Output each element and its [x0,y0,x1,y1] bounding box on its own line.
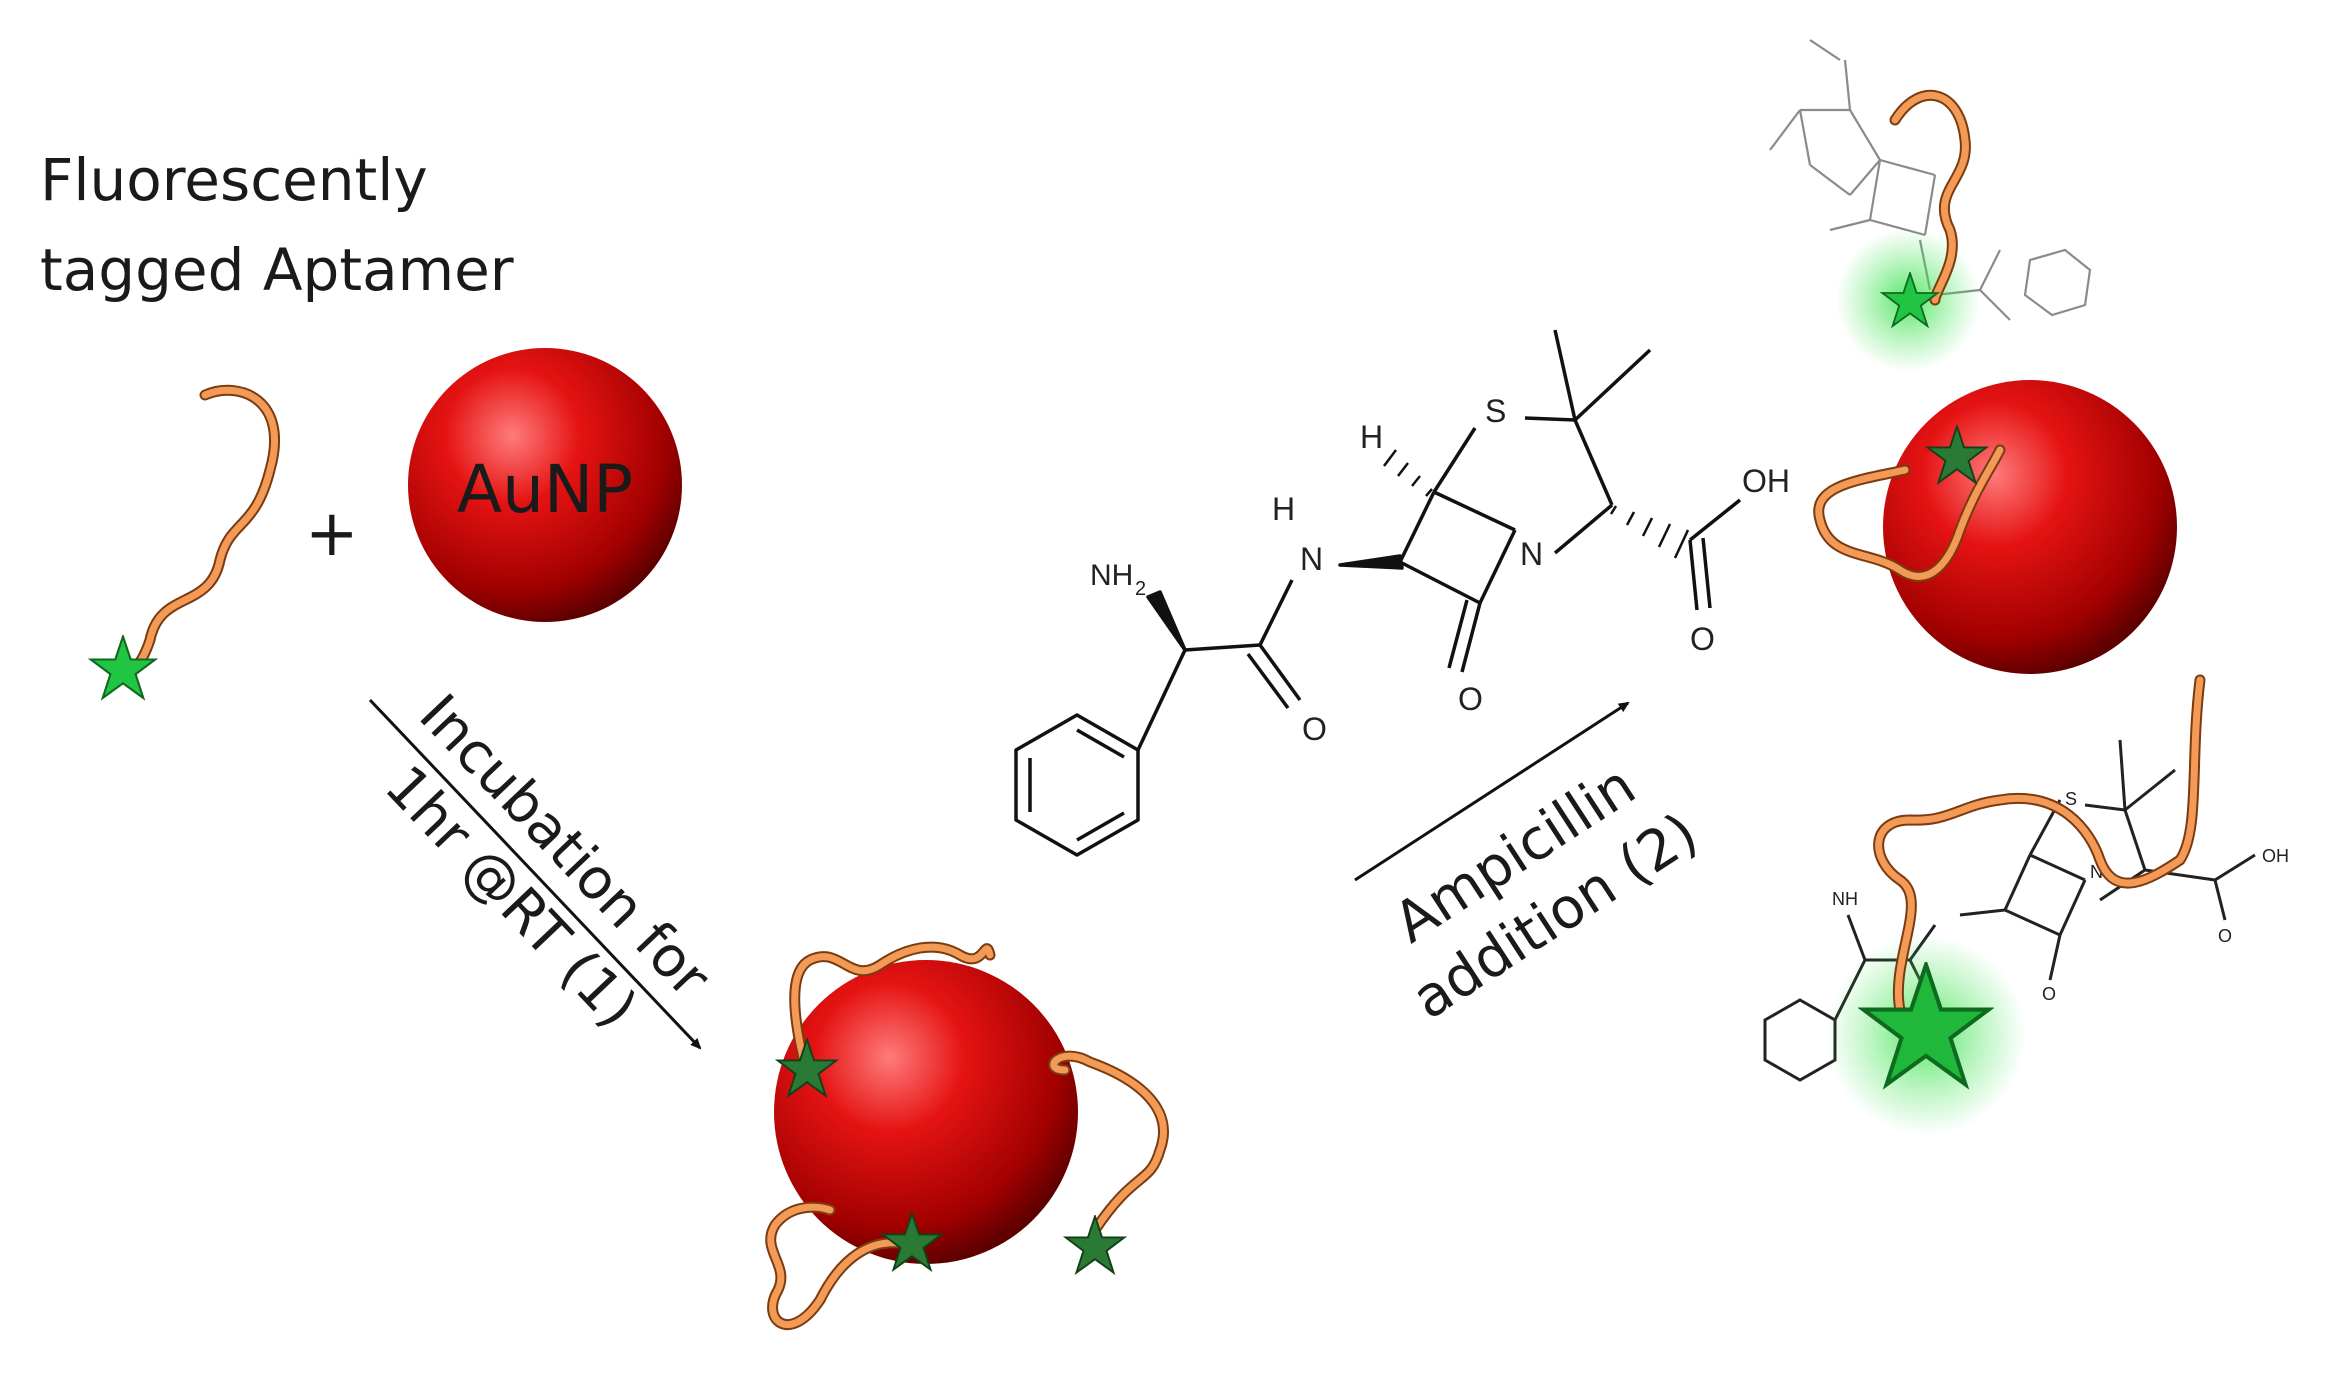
atom-acid-o: O [1690,621,1715,657]
atom-oh: OH [1742,463,1790,499]
atom-nh2: NH [1090,559,1133,592]
aptamer-ampicillin-complex-top [1769,39,2092,372]
title-line-1: Fluorescently [40,146,428,214]
atom-lactam-o: O [1458,681,1483,717]
atom-amide-n: N [1300,541,1323,577]
gold-nanoparticle: AuNP [408,348,682,622]
step-1-arrow: Incubation for 1hr @RT (1) [368,682,723,1050]
ampicillin-atom-labels: NH 2 H N H S N O O O OH [1090,393,1790,747]
atom-amide-h: H [1272,491,1295,527]
atom-bottom-o-acid: O [2218,926,2232,946]
atom-bottom-oh: OH [2262,846,2289,866]
atom-amide-o: O [1302,711,1327,747]
plus-sign: + [305,497,359,571]
atom-ring-n: N [1520,536,1543,572]
step-2-arrow: Ampicillin addition (2) [1354,701,1709,1032]
released-products: OH O O S N NH O [1763,39,2289,1135]
atom-sulfur: S [1485,393,1506,429]
atom-bottom-s: S [2065,789,2077,809]
ampicillin-structure [1014,329,1742,857]
aptamer-nanoparticle-conjugate [765,941,1169,1330]
quenched-star-icon [1064,1215,1126,1274]
atom-bottom-nh2: NH [1832,889,1858,909]
nanoparticle-with-aptamer [1813,380,2177,674]
title-line-2: tagged Aptamer [40,236,514,304]
atom-bottom-o-lactam: O [2042,984,2056,1004]
atom-bridgehead-h: H [1360,419,1383,455]
free-aptamer [89,384,281,700]
aptamer-ampicillin-complex-bottom: OH O O S N NH O [1763,674,2289,1135]
aunp-label: AuNP [457,451,633,528]
atom-nh2-subscript: 2 [1135,578,1146,600]
